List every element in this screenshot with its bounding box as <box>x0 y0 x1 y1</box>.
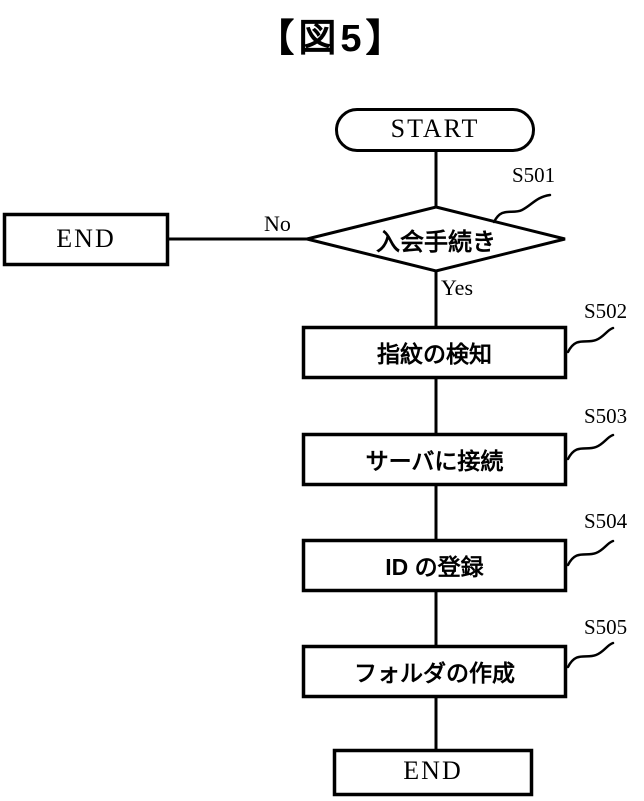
branch-label-yes: Yes <box>441 275 474 300</box>
branch-label-no: No <box>264 211 291 236</box>
step-number-s503: S503 <box>584 404 628 428</box>
end-left-node-label: END <box>56 224 116 253</box>
step3-node-label: ID の登録 <box>385 554 484 580</box>
step4-box-shape <box>301 644 568 699</box>
end-left-box-shape <box>2 212 170 267</box>
step1-box-shape <box>301 325 568 380</box>
step4-node-label: フォルダの作成 <box>354 660 515 686</box>
figure-title: 【図5】 <box>256 17 408 60</box>
step-number-s502: S502 <box>584 299 628 323</box>
reference-squiggle-s501 <box>492 193 552 224</box>
step1-node-label: 指紋の検知 <box>377 341 492 367</box>
reference-squiggle-s505 <box>566 641 615 669</box>
reference-squiggle-s502 <box>566 326 615 354</box>
step-number-s505: S505 <box>584 615 628 639</box>
step-number-s501: S501 <box>512 163 556 187</box>
start-terminator-shape <box>335 108 535 152</box>
end-bottom-node-label: END <box>403 756 463 785</box>
step3-box-shape <box>301 538 568 593</box>
step2-box-shape <box>301 432 568 487</box>
reference-squiggle-s503 <box>566 433 615 461</box>
step-number-s504: S504 <box>584 509 628 533</box>
step2-node-label: サーバに接続 <box>365 448 504 474</box>
reference-squiggle-s504 <box>566 539 615 567</box>
start-node-label: START <box>390 114 480 143</box>
end-bottom-box-shape <box>332 748 534 797</box>
decision-diamond-shape <box>306 205 566 273</box>
decision-node-label: 入会手続き <box>376 228 496 256</box>
